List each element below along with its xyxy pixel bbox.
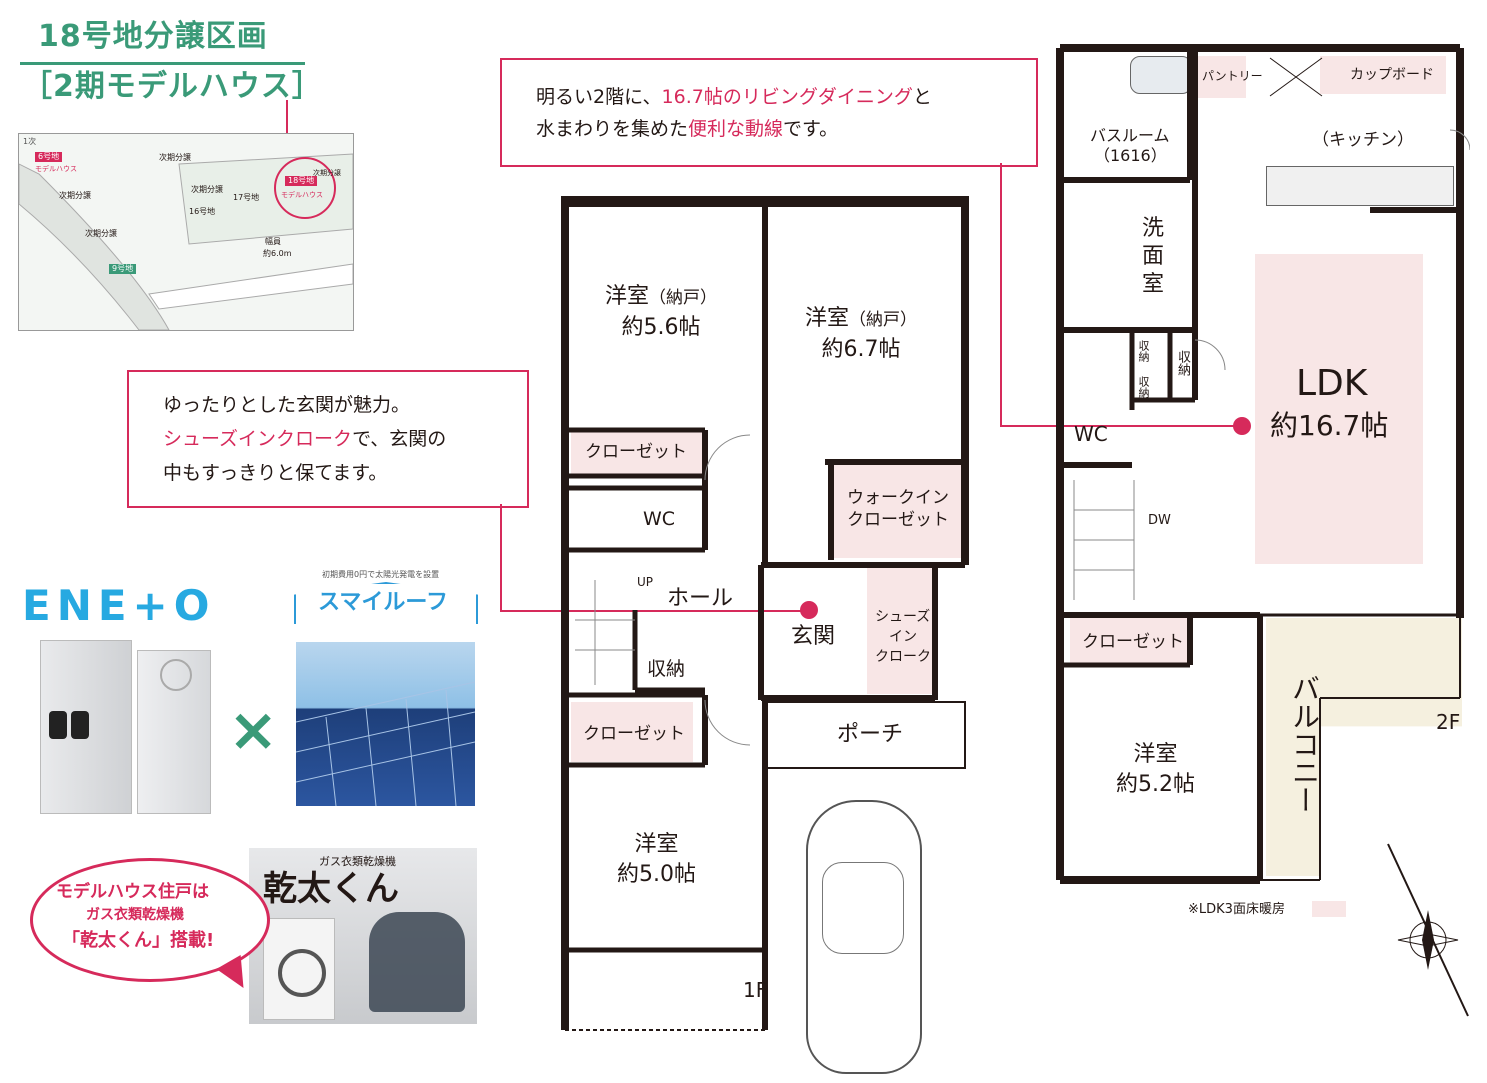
ldk-marker-dot <box>1233 417 1251 435</box>
f2-kitchen: （キッチン） <box>1312 130 1414 150</box>
f1-closet1: クローゼット <box>585 442 687 462</box>
times-symbol: × <box>228 695 279 765</box>
map-lot16: 16号地 <box>189 207 216 216</box>
f2-wc: WC <box>1074 422 1108 446</box>
f2-pantry: パントリー <box>1202 69 1263 83</box>
entrance-marker-dot <box>800 601 818 619</box>
f2-bath2: （1616） <box>1094 146 1167 165</box>
f2-cupboard: カップボード <box>1350 67 1434 83</box>
f2-dw: DW <box>1148 513 1171 528</box>
f2-note: ※LDK3面床暖房 <box>1188 902 1285 917</box>
f2-ldk-size: 約16.7帖 <box>1270 409 1389 442</box>
floor-heating-legend <box>1312 901 1346 917</box>
f1-shoes1: シューズ <box>875 609 931 625</box>
map-next2: 次期分譲 <box>59 191 91 200</box>
f1-hall: ホール <box>667 586 734 611</box>
speech-bubble <box>30 858 270 982</box>
callout-top-line2: 水まわりを集めた便利な動線です。 <box>536 118 839 140</box>
map-next3: 次期分譲 <box>85 229 117 238</box>
leader-top-v <box>1000 163 1002 427</box>
f1-walkin1: ウォークイン <box>847 488 949 508</box>
title-underline <box>20 62 305 65</box>
f1-up: UP <box>637 575 654 589</box>
map-next5: 次期分譲 <box>313 169 341 177</box>
leader-left-h <box>500 610 810 612</box>
page-subtitle: ［2期モデルハウス］ <box>22 69 323 104</box>
speech-line3: 「乾太くん」搭載! <box>62 930 215 951</box>
callout-top-line1: 明るい2階に、16.7帖のリビングダイニングと <box>536 86 932 108</box>
f1-porch: ポーチ <box>837 722 904 747</box>
f1-shoes2: イン <box>889 629 917 645</box>
map-lot9: 9号地 <box>109 264 137 274</box>
map-lot6: 6号地 <box>35 152 63 162</box>
callout-left-line3: 中もすっきりと保てます。 <box>163 462 388 484</box>
leader-top-h <box>1000 425 1240 427</box>
car-outline <box>806 800 922 1074</box>
callout-left-line1: ゆったりとした玄関が魅力。 <box>163 394 411 416</box>
compass-icon <box>1387 843 1469 1017</box>
floor1-plan: 洋室（納戸）約5.6帖 洋室（納戸）約6.7帖 クローゼット WC ウォークイン… <box>555 190 975 1035</box>
speech-line2: ガス衣類乾燥機 <box>86 907 184 923</box>
speech-line1: モデルハウス住戸は <box>56 882 209 902</box>
f1-floor-label: 1F <box>743 978 768 1002</box>
site-map: 1次 6号地 モデルハウス 次期分譲 次期分譲 次期分譲 次期分譲 16号地 1… <box>18 133 354 331</box>
map-lot18: 18号地 <box>285 176 318 186</box>
smile-roof-frame <box>294 582 478 624</box>
f2-room: 洋室約5.2帖 <box>1116 742 1195 797</box>
map-next1: 次期分譲 <box>159 153 191 162</box>
f1-room2: 洋室（納戸）約6.7帖 <box>805 306 918 362</box>
f2-bath1: バスルーム <box>1090 126 1170 145</box>
floor2-plan: バスルーム （1616） パントリー カップボード （キッチン） 洗 面 室 収… <box>1050 40 1470 885</box>
page-title: 18号地分譲区画 <box>38 19 268 54</box>
f2-balcony: バルコニー <box>1288 674 1321 814</box>
map-lot18-sub: モデルハウス <box>281 191 323 199</box>
f2-storage-b: 収納 <box>1137 376 1150 398</box>
dryer-caption: ガス衣類乾燥機 <box>319 855 396 868</box>
callout-left-line2: シューズインクロークで、玄関の <box>163 428 447 450</box>
solar-panel-photo <box>296 642 475 806</box>
f1-room3: 洋室約5.0帖 <box>617 832 696 887</box>
callout-top: 明るい2階に、16.7帖のリビングダイニングと 水まわりを集めた便利な動線です。 <box>500 58 1038 167</box>
f2-closet: クローゼット <box>1082 632 1184 652</box>
callout-left: ゆったりとした玄関が魅力。 シューズインクロークで、玄関の 中もすっきりと保てま… <box>127 370 529 508</box>
f2-floor-label: 2F <box>1436 710 1461 734</box>
map-next4: 次期分譲 <box>191 185 223 194</box>
smile-roof-logo: スマイルーフ <box>318 590 449 615</box>
map-road-width: 約6.0m <box>263 249 292 258</box>
map-lot6-sub: モデルハウス <box>35 165 77 173</box>
map-phase: 1次 <box>23 137 37 146</box>
f1-shoes3: クローク <box>875 649 931 665</box>
map-lot17: 17号地 <box>233 193 260 202</box>
map-road: 幅員 <box>265 237 281 246</box>
f2-wash3: 室 <box>1142 272 1165 297</box>
fuel-cell-unit-image <box>40 640 132 814</box>
f1-wc: WC <box>643 508 676 530</box>
f2-wash1: 洗 <box>1142 216 1165 241</box>
f2-storage-a: 収納 <box>1137 340 1150 362</box>
f1-storage: 収納 <box>647 658 686 680</box>
f2-wash2: 面 <box>1142 244 1165 269</box>
f2-storage-c: 収納 <box>1175 350 1190 376</box>
f1-walkin2: クローゼット <box>847 510 949 530</box>
f1-entrance: 玄関 <box>791 624 836 649</box>
kitchen-counter <box>1266 166 1454 206</box>
f1-room1: 洋室（納戸）約5.6帖 <box>605 284 718 340</box>
f1-closet2: クローゼット <box>583 724 685 744</box>
f2-ldk: LDK <box>1296 363 1368 404</box>
bathtub <box>1130 56 1192 94</box>
leader-left-v <box>500 504 502 612</box>
eneo-logo: ENE+O <box>22 581 216 630</box>
dryer-logo: 乾太くん <box>263 869 399 909</box>
dryer-photo: ガス衣類乾燥機 乾太くん <box>249 848 477 1024</box>
water-heater-unit-image <box>137 650 211 814</box>
leader-line <box>286 100 288 160</box>
smile-roof-caption: 初期費用0円で太陽光発電を設置 <box>322 570 440 579</box>
